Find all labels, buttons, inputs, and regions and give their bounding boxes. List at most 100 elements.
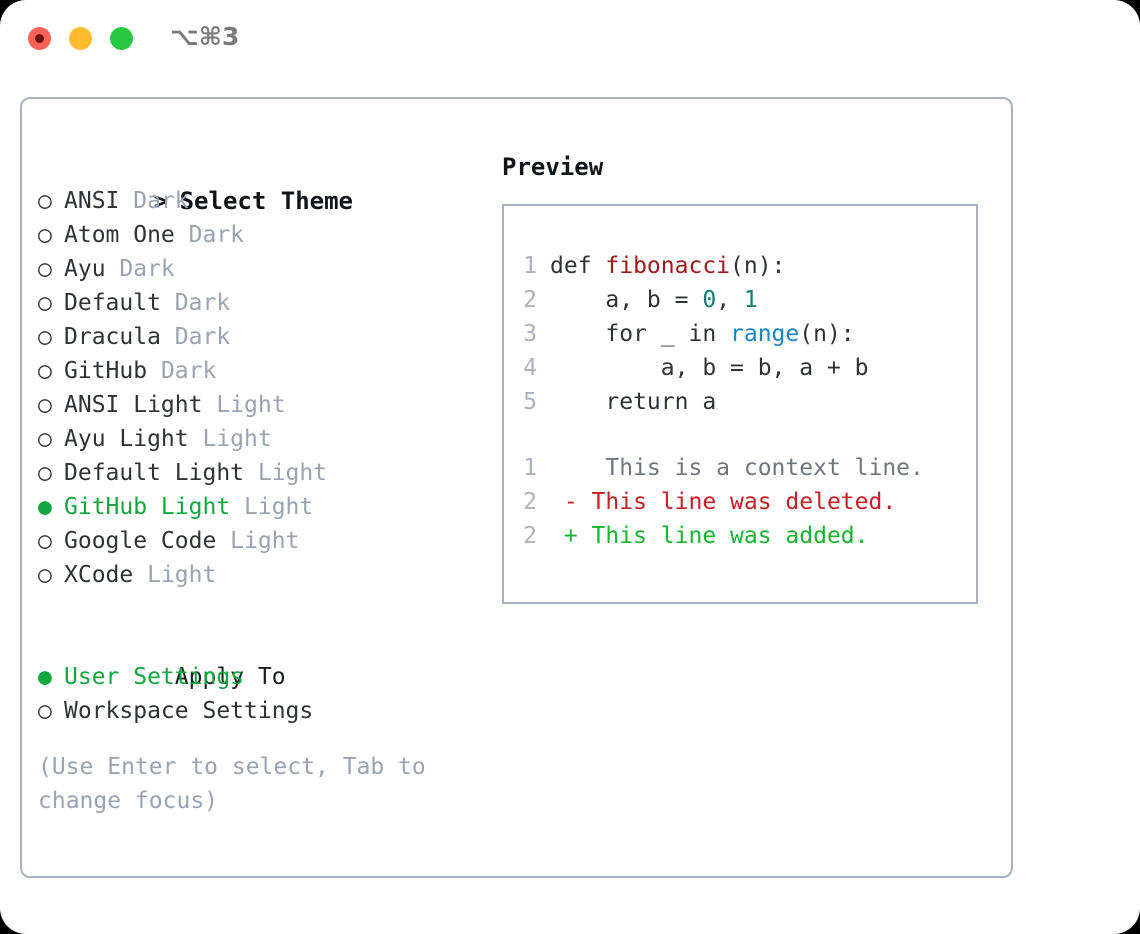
theme-list-item[interactable]: ○ XCode Light [38, 558, 478, 592]
theme-name-label: Google Code [64, 528, 217, 554]
theme-name-label: XCode [64, 562, 134, 588]
diff-text: + This line was added. [550, 523, 869, 549]
keyboard-hint-text: (Use Enter to select, Tab to change focu… [38, 754, 440, 814]
theme-kind-label: Light [188, 426, 272, 452]
diff-lines: 1 This is a context line. 2 - This line w… [504, 451, 980, 553]
code-token: def [550, 253, 606, 279]
code-token: 0 [702, 287, 717, 313]
diff-text: This is a context line. [550, 455, 924, 481]
theme-list-item[interactable]: ○Dracula Dark [38, 320, 478, 354]
close-button-icon[interactable] [28, 27, 51, 50]
theme-name-label: GitHub [64, 358, 148, 384]
theme-name-label: Atom One [64, 222, 175, 248]
theme-kind-label: Light [244, 460, 328, 486]
theme-name-label: Default Light [64, 460, 245, 486]
theme-list-item[interactable]: ○ Default Light Light [38, 456, 478, 490]
theme-name-label: ANSI [64, 188, 120, 214]
theme-kind-label: Dark [119, 188, 189, 214]
radio-selected-icon: ● [38, 494, 52, 520]
theme-name-label: Ayu Light [64, 426, 189, 452]
list-spacer [38, 592, 478, 626]
apply-to-item-label: User Settings [64, 664, 245, 690]
diff-line: 2 - This line was deleted. [504, 485, 980, 519]
maximize-button-icon[interactable] [110, 27, 133, 50]
line-number: 2 [523, 489, 537, 515]
theme-list-item[interactable]: ○ Atom One Dark [38, 218, 478, 252]
theme-kind-label: Light [216, 528, 300, 554]
code-text: for _ in range(n): [550, 317, 855, 351]
code-token: for _ in [550, 321, 731, 347]
theme-name-label: Default [64, 290, 161, 316]
code-token: range [730, 321, 800, 347]
radio-unselected-icon: ○ [38, 358, 52, 384]
apply-to-item[interactable]: ● User Settings [38, 660, 478, 694]
theme-kind-label: Dark [160, 290, 231, 316]
theme-kind-label: Light [133, 562, 217, 588]
apply-to-header-label: Apply To [174, 664, 286, 690]
radio-unselected-icon: ○ [38, 460, 52, 486]
theme-kind-label: Dark [105, 256, 175, 282]
radio-unselected-icon: ○ [38, 426, 52, 452]
theme-name-label: ANSI Light [64, 392, 203, 418]
line-number: 4 [523, 355, 537, 381]
code-text: a, b = b, a + b [550, 351, 869, 385]
theme-list-item[interactable]: ● GitHub Light Light [38, 490, 478, 524]
line-number: 2 [523, 287, 537, 313]
line-number: 1 [523, 253, 537, 279]
radio-unselected-icon: ○ [38, 528, 52, 554]
radio-selected-icon: ● [38, 664, 52, 690]
line-number: 1 [523, 455, 537, 481]
code-token: (n): [730, 253, 786, 279]
code-token: 1 [743, 287, 758, 313]
theme-list-item[interactable]: ○ Google Code Light [38, 524, 478, 558]
preview-title: Preview [502, 153, 604, 181]
theme-kind-label: Light [230, 494, 314, 520]
select-theme-header: > Select Theme [38, 150, 478, 215]
code-token: a, b = [550, 287, 703, 313]
apply-to-header: Apply To [38, 626, 478, 690]
theme-list-item[interactable]: ○ GitHub Dark [38, 354, 478, 388]
code-line: 2 a, b = 0, 1 [504, 283, 980, 317]
code-line: 5 return a [504, 385, 980, 419]
code-line: 4 a, b = b, a + b [504, 351, 980, 385]
radio-unselected-icon: ○ [38, 392, 52, 418]
code-token: fibonacci [605, 253, 731, 279]
theme-kind-label: Dark [174, 222, 245, 248]
apply-to-list: ● User Settings ○Workspace Settings [38, 660, 478, 728]
radio-unselected-icon: ○ [38, 290, 52, 316]
code-token: return a [550, 389, 717, 415]
theme-list-item[interactable]: ○ ANSI Dark [38, 184, 478, 218]
diff-text: - This line was deleted. [550, 489, 897, 515]
theme-list: ○ANSI Dark○Atom One Dark○Ayu Dark○Defaul… [38, 184, 478, 592]
theme-list-item[interactable]: ○Ayu Dark [38, 252, 478, 286]
minimize-button-icon[interactable] [69, 27, 92, 50]
select-theme-header-label: Select Theme [179, 187, 353, 215]
code-line: 1 def fibonacci(n): [504, 249, 980, 283]
code-token: (n): [799, 321, 855, 347]
theme-list-item[interactable]: ○ANSI Light Light [38, 388, 478, 422]
theme-list-item[interactable]: ○ Ayu Light Light [38, 422, 478, 456]
theme-name-label: Ayu [64, 256, 106, 282]
prompt-caret-icon: > [153, 187, 169, 215]
theme-name-label: GitHub Light [64, 494, 231, 520]
line-number: 3 [523, 321, 537, 347]
theme-list-item[interactable]: ○ Default Dark [38, 286, 478, 320]
radio-unselected-icon: ○ [38, 324, 52, 350]
code-text: a, b = 0, 1 [550, 283, 758, 317]
apply-to-item-label: Workspace Settings [64, 698, 314, 724]
theme-selection-column: >Select Theme ○ANSI Dark○Atom One Dark○A… [38, 150, 478, 818]
apply-to-item[interactable]: ○Workspace Settings [38, 694, 478, 728]
code-diff-spacer [504, 419, 980, 451]
code-text: return a [550, 385, 716, 419]
theme-kind-label: Dark [147, 358, 217, 384]
diff-line: 2 + This line was added. [504, 519, 980, 553]
radio-unselected-icon: ○ [38, 188, 52, 214]
radio-unselected-icon: ○ [38, 562, 52, 588]
theme-name-label: Dracula [64, 324, 161, 350]
radio-unselected-icon: ○ [38, 222, 52, 248]
code-token: a, b = b, a + b [550, 355, 869, 381]
